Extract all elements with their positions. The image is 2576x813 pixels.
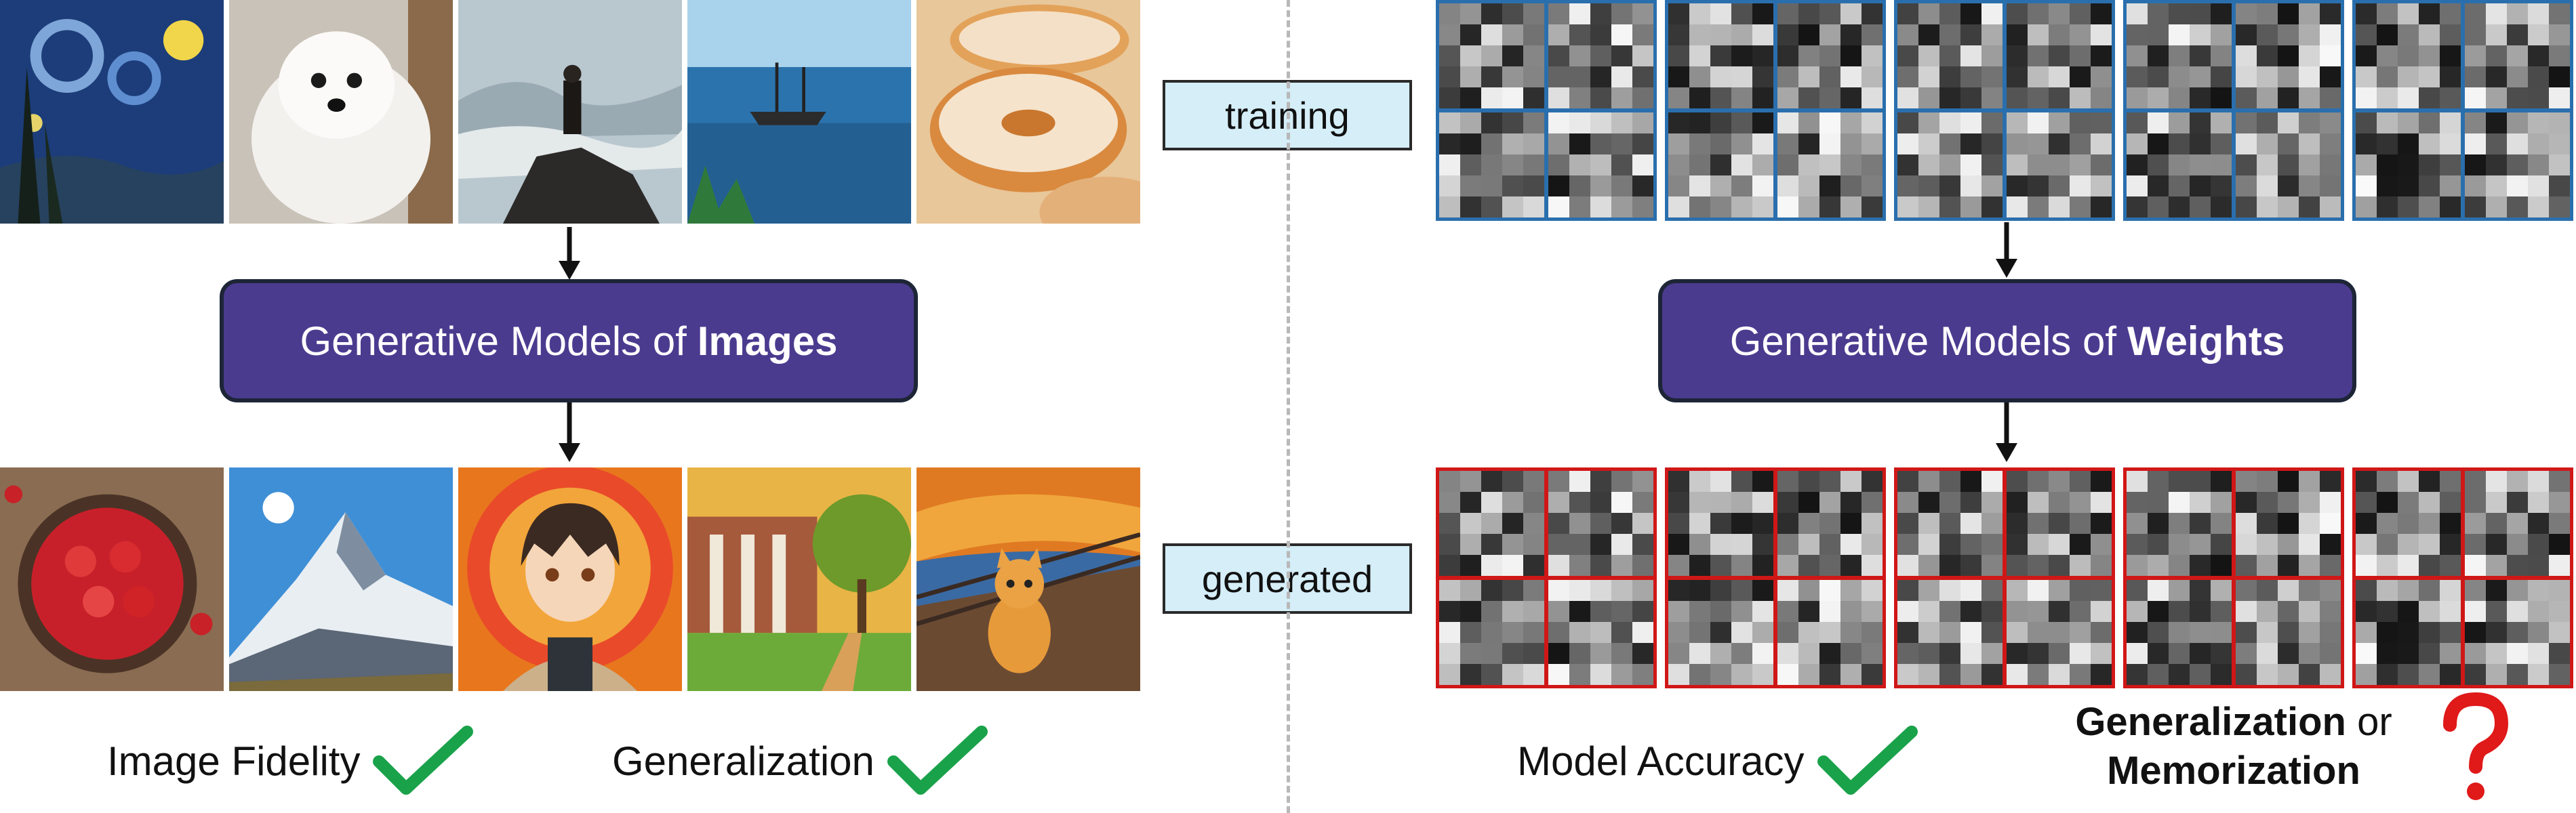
weight-filter	[1439, 580, 1544, 685]
caption-image-fidelity: Image Fidelity	[107, 724, 474, 798]
weight-filter	[2236, 3, 2341, 108]
weight-filter	[2127, 471, 2232, 576]
generated-image-strawberries	[0, 467, 224, 691]
caption-weight-generalization: Generalization	[2075, 700, 2346, 744]
weight-filter	[1548, 471, 1653, 576]
weight-filter	[2007, 3, 2112, 108]
weight-filter	[1897, 112, 2003, 217]
training-image-sailboat-sea	[687, 0, 911, 224]
caption-or: or	[2357, 700, 2392, 744]
weight-filter	[2356, 471, 2461, 576]
generated-image-campus-building	[687, 467, 911, 691]
training-image-white-dog	[229, 0, 453, 224]
weight-filter	[2007, 580, 2112, 685]
arrow-training-to-weight-model	[1996, 222, 2017, 278]
training-weight-group	[1436, 0, 1657, 221]
weight-filter	[1777, 471, 1883, 576]
caption-model-accuracy: Model Accuracy	[1517, 724, 1918, 798]
weight-filter	[1897, 580, 2003, 685]
weight-filter	[2127, 112, 2232, 217]
caption-image-generalization: Generalization	[612, 724, 988, 798]
check-mark-icon	[887, 726, 988, 795]
weight-filter	[2007, 112, 2112, 217]
center-divider	[1287, 0, 1290, 813]
weight-filter	[1897, 3, 2003, 108]
weight-filter	[2356, 3, 2461, 108]
weight-filter	[1439, 3, 1544, 108]
caption-memorization: Memorization	[2107, 749, 2360, 793]
image-model-label-prefix: Generative Models of	[300, 318, 687, 364]
training-image-starry-night	[0, 0, 224, 224]
weight-filter	[1439, 112, 1544, 217]
weight-filter	[2236, 112, 2341, 217]
weight-filter	[2465, 3, 2570, 108]
image-generative-model-box: Generative Models of Images	[220, 279, 918, 402]
caption-generalization-or-memorization: Generalization or Memorization	[2040, 698, 2427, 795]
generated-weight-group	[1665, 467, 1886, 688]
training-weight-group	[2352, 0, 2573, 221]
training-weight-group	[1894, 0, 2115, 221]
arrow-weight-model-to-generated	[1996, 402, 2017, 462]
arrow-image-model-to-generated	[559, 402, 580, 462]
generated-weight-group	[1436, 467, 1657, 688]
weight-filter	[1777, 112, 1883, 217]
weight-filter	[2356, 112, 2461, 217]
training-weight-group	[2123, 0, 2344, 221]
weight-filter	[2465, 471, 2570, 576]
weight-filter	[1548, 580, 1653, 685]
weight-filter	[2127, 3, 2232, 108]
weight-filter	[1777, 580, 1883, 685]
weight-model-label-bold: Weights	[2127, 318, 2285, 364]
weight-filter	[2007, 471, 2112, 576]
check-mark-icon	[373, 726, 474, 795]
weight-filter	[1548, 3, 1653, 108]
caption-model-accuracy-text: Model Accuracy	[1517, 738, 1805, 784]
question-mark-icon	[2443, 692, 2509, 800]
weight-filter	[1548, 112, 1653, 217]
weight-filter	[2465, 112, 2570, 217]
training-weight-group	[1665, 0, 1886, 221]
weight-filter	[2127, 580, 2232, 685]
weight-filter	[1668, 3, 1773, 108]
image-model-label-bold: Images	[697, 318, 838, 364]
training-image-donuts	[917, 0, 1140, 224]
weight-filter	[2236, 471, 2341, 576]
weight-filter	[1668, 471, 1773, 576]
generated-image-snowy-mountain	[229, 467, 453, 691]
generated-image-scream-cat	[917, 467, 1140, 691]
generated-image-anime-boy	[458, 467, 682, 691]
weight-generative-model-box: Generative Models of Weights	[1658, 279, 2356, 402]
weight-model-label-prefix: Generative Models of	[1729, 318, 2117, 364]
weight-filter	[2356, 580, 2461, 685]
caption-image-generalization-text: Generalization	[612, 738, 874, 784]
arrow-training-to-image-model	[559, 227, 580, 280]
weight-filter	[1439, 471, 1544, 576]
weight-filter	[1777, 3, 1883, 108]
check-mark-icon	[1817, 726, 1918, 795]
generated-weight-group	[2123, 467, 2344, 688]
weight-filter	[1668, 580, 1773, 685]
weight-filter	[1668, 112, 1773, 217]
weight-filter	[2236, 580, 2341, 685]
caption-image-fidelity-text: Image Fidelity	[107, 738, 361, 784]
weight-filter	[1897, 471, 2003, 576]
weight-filter	[2465, 580, 2570, 685]
training-image-wanderer-above-fog	[458, 0, 682, 224]
generated-weight-group	[1894, 467, 2115, 688]
generated-weight-group	[2352, 467, 2573, 688]
